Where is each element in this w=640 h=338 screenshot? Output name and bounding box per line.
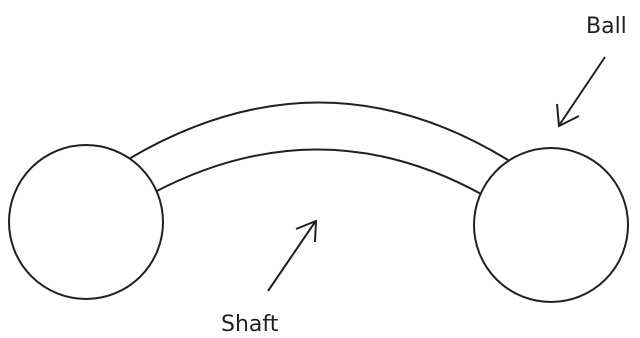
shaft-label: Shaft [221, 312, 279, 337]
ball-arrow [556, 56, 606, 128]
ball-label: Ball [586, 14, 627, 39]
shaft [126, 101, 509, 196]
shaft-arrow [267, 219, 318, 292]
right-ball [473, 147, 629, 303]
shaft-top-edge [126, 101, 509, 161]
shaft-bottom-edge [152, 148, 484, 196]
left-ball [8, 144, 164, 300]
